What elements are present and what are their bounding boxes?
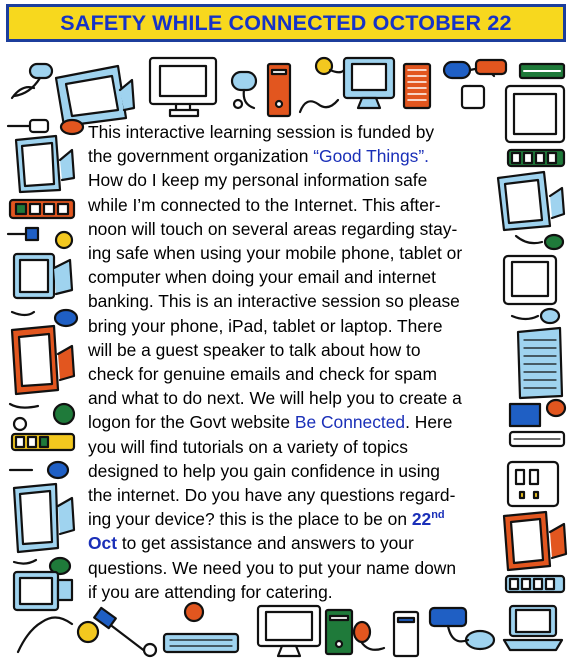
text-line: questions. We need you to put your name …: [88, 557, 457, 578]
computer-tower-icon: [266, 62, 292, 118]
usb-plug-icon: [508, 430, 566, 448]
monitor-icon: [502, 510, 568, 572]
event-date-month: Oct: [88, 533, 117, 554]
monitor-icon: [12, 482, 76, 554]
keyboard-icon: [162, 632, 240, 654]
text-line: bring your phone, iPad, tablet or laptop…: [88, 315, 443, 336]
text-line: while I’m connected to the Internet. Thi…: [88, 194, 441, 215]
computer-mouse-icon: [510, 307, 561, 325]
keyboard-icon: [516, 326, 564, 400]
text-line: you will find tutorials on a variety of …: [88, 436, 408, 457]
keyboard-icon: [504, 574, 566, 594]
cable-icon: [508, 398, 567, 428]
computer-mouse-icon: [8, 460, 70, 480]
keyboard-icon: [8, 198, 76, 220]
text-line: the government organization “Good Things…: [88, 146, 429, 167]
keyboard-icon: [506, 148, 566, 168]
cable-icon: [460, 84, 486, 110]
usb-plug-icon: [6, 118, 85, 136]
computer-tower-icon: [392, 610, 420, 658]
monitor-icon: [14, 134, 76, 194]
computer-tower-icon: [324, 608, 354, 656]
organization-name: “Good Things”.: [313, 146, 429, 167]
text-line: check for genuine emails and check for s…: [88, 364, 437, 385]
cable-icon: [183, 601, 205, 623]
monitor-icon: [342, 56, 396, 110]
usb-plug-icon: [10, 432, 76, 452]
cable-icon: [93, 606, 158, 658]
event-date-suffix: nd: [431, 509, 445, 522]
text-line: ing safe when using your mobile phone, t…: [88, 243, 463, 264]
monitor-icon: [54, 64, 136, 128]
text-line: and what to do next. We will help you to…: [88, 388, 462, 409]
text-line: will be a guest speaker to talk about ho…: [88, 339, 421, 360]
website-name: Be Connected: [294, 412, 406, 433]
computer-mouse-icon: [230, 70, 258, 110]
text-line: Oct to get assistance and answers to you…: [88, 533, 414, 554]
text-line: banking. This is an interactive session …: [88, 291, 460, 312]
cable-icon: [16, 616, 100, 654]
computer-mouse-icon: [10, 62, 54, 100]
page-title: SAFETY WHILE CONNECTED OCTOBER 22: [6, 4, 566, 42]
text-line: This interactive learning session is fun…: [88, 122, 435, 142]
monitor-icon: [12, 252, 74, 300]
monitor-icon: [148, 56, 218, 118]
text-line: designed to help you gain confidence in …: [88, 460, 440, 481]
computer-mouse-icon: [10, 308, 79, 328]
monitor-icon: [10, 324, 76, 396]
computer-mouse-icon: [352, 620, 386, 651]
cable-icon: [8, 402, 76, 432]
keyboard-icon: [402, 62, 432, 110]
cable-icon: [6, 226, 74, 250]
laptop-icon: [502, 604, 564, 652]
text-line: logon for the Govt website Be Connected.…: [88, 412, 453, 433]
cable-icon: [514, 233, 565, 251]
monitor-icon: [256, 604, 322, 658]
text-line: How do I keep my personal information sa…: [88, 170, 428, 191]
computer-mouse-icon: [428, 606, 496, 651]
event-description: This interactive learning session is fun…: [88, 120, 508, 604]
monitor-icon: [496, 170, 566, 232]
monitor-icon: [502, 254, 558, 306]
page-title-text: SAFETY WHILE CONNECTED OCTOBER 22: [60, 10, 512, 35]
usb-plug-icon: [518, 62, 566, 80]
text-line: noon will touch on several areas regardi…: [88, 218, 458, 239]
text-line: ing your device? this is the place to be…: [88, 509, 445, 530]
monitor-icon: [504, 84, 566, 144]
event-date-day: 22: [411, 509, 432, 530]
computer-tower-icon: [506, 460, 560, 508]
text-line: computer when doing your email and inter…: [88, 267, 437, 288]
cable-icon: [298, 56, 348, 114]
computer-mouse-icon: [12, 556, 72, 576]
text-line: if you are attending for catering.: [88, 581, 333, 602]
computer-mouse-icon: [442, 58, 508, 80]
text-line: the internet. Do you have any questions …: [88, 485, 456, 506]
monitor-icon: [12, 570, 74, 612]
